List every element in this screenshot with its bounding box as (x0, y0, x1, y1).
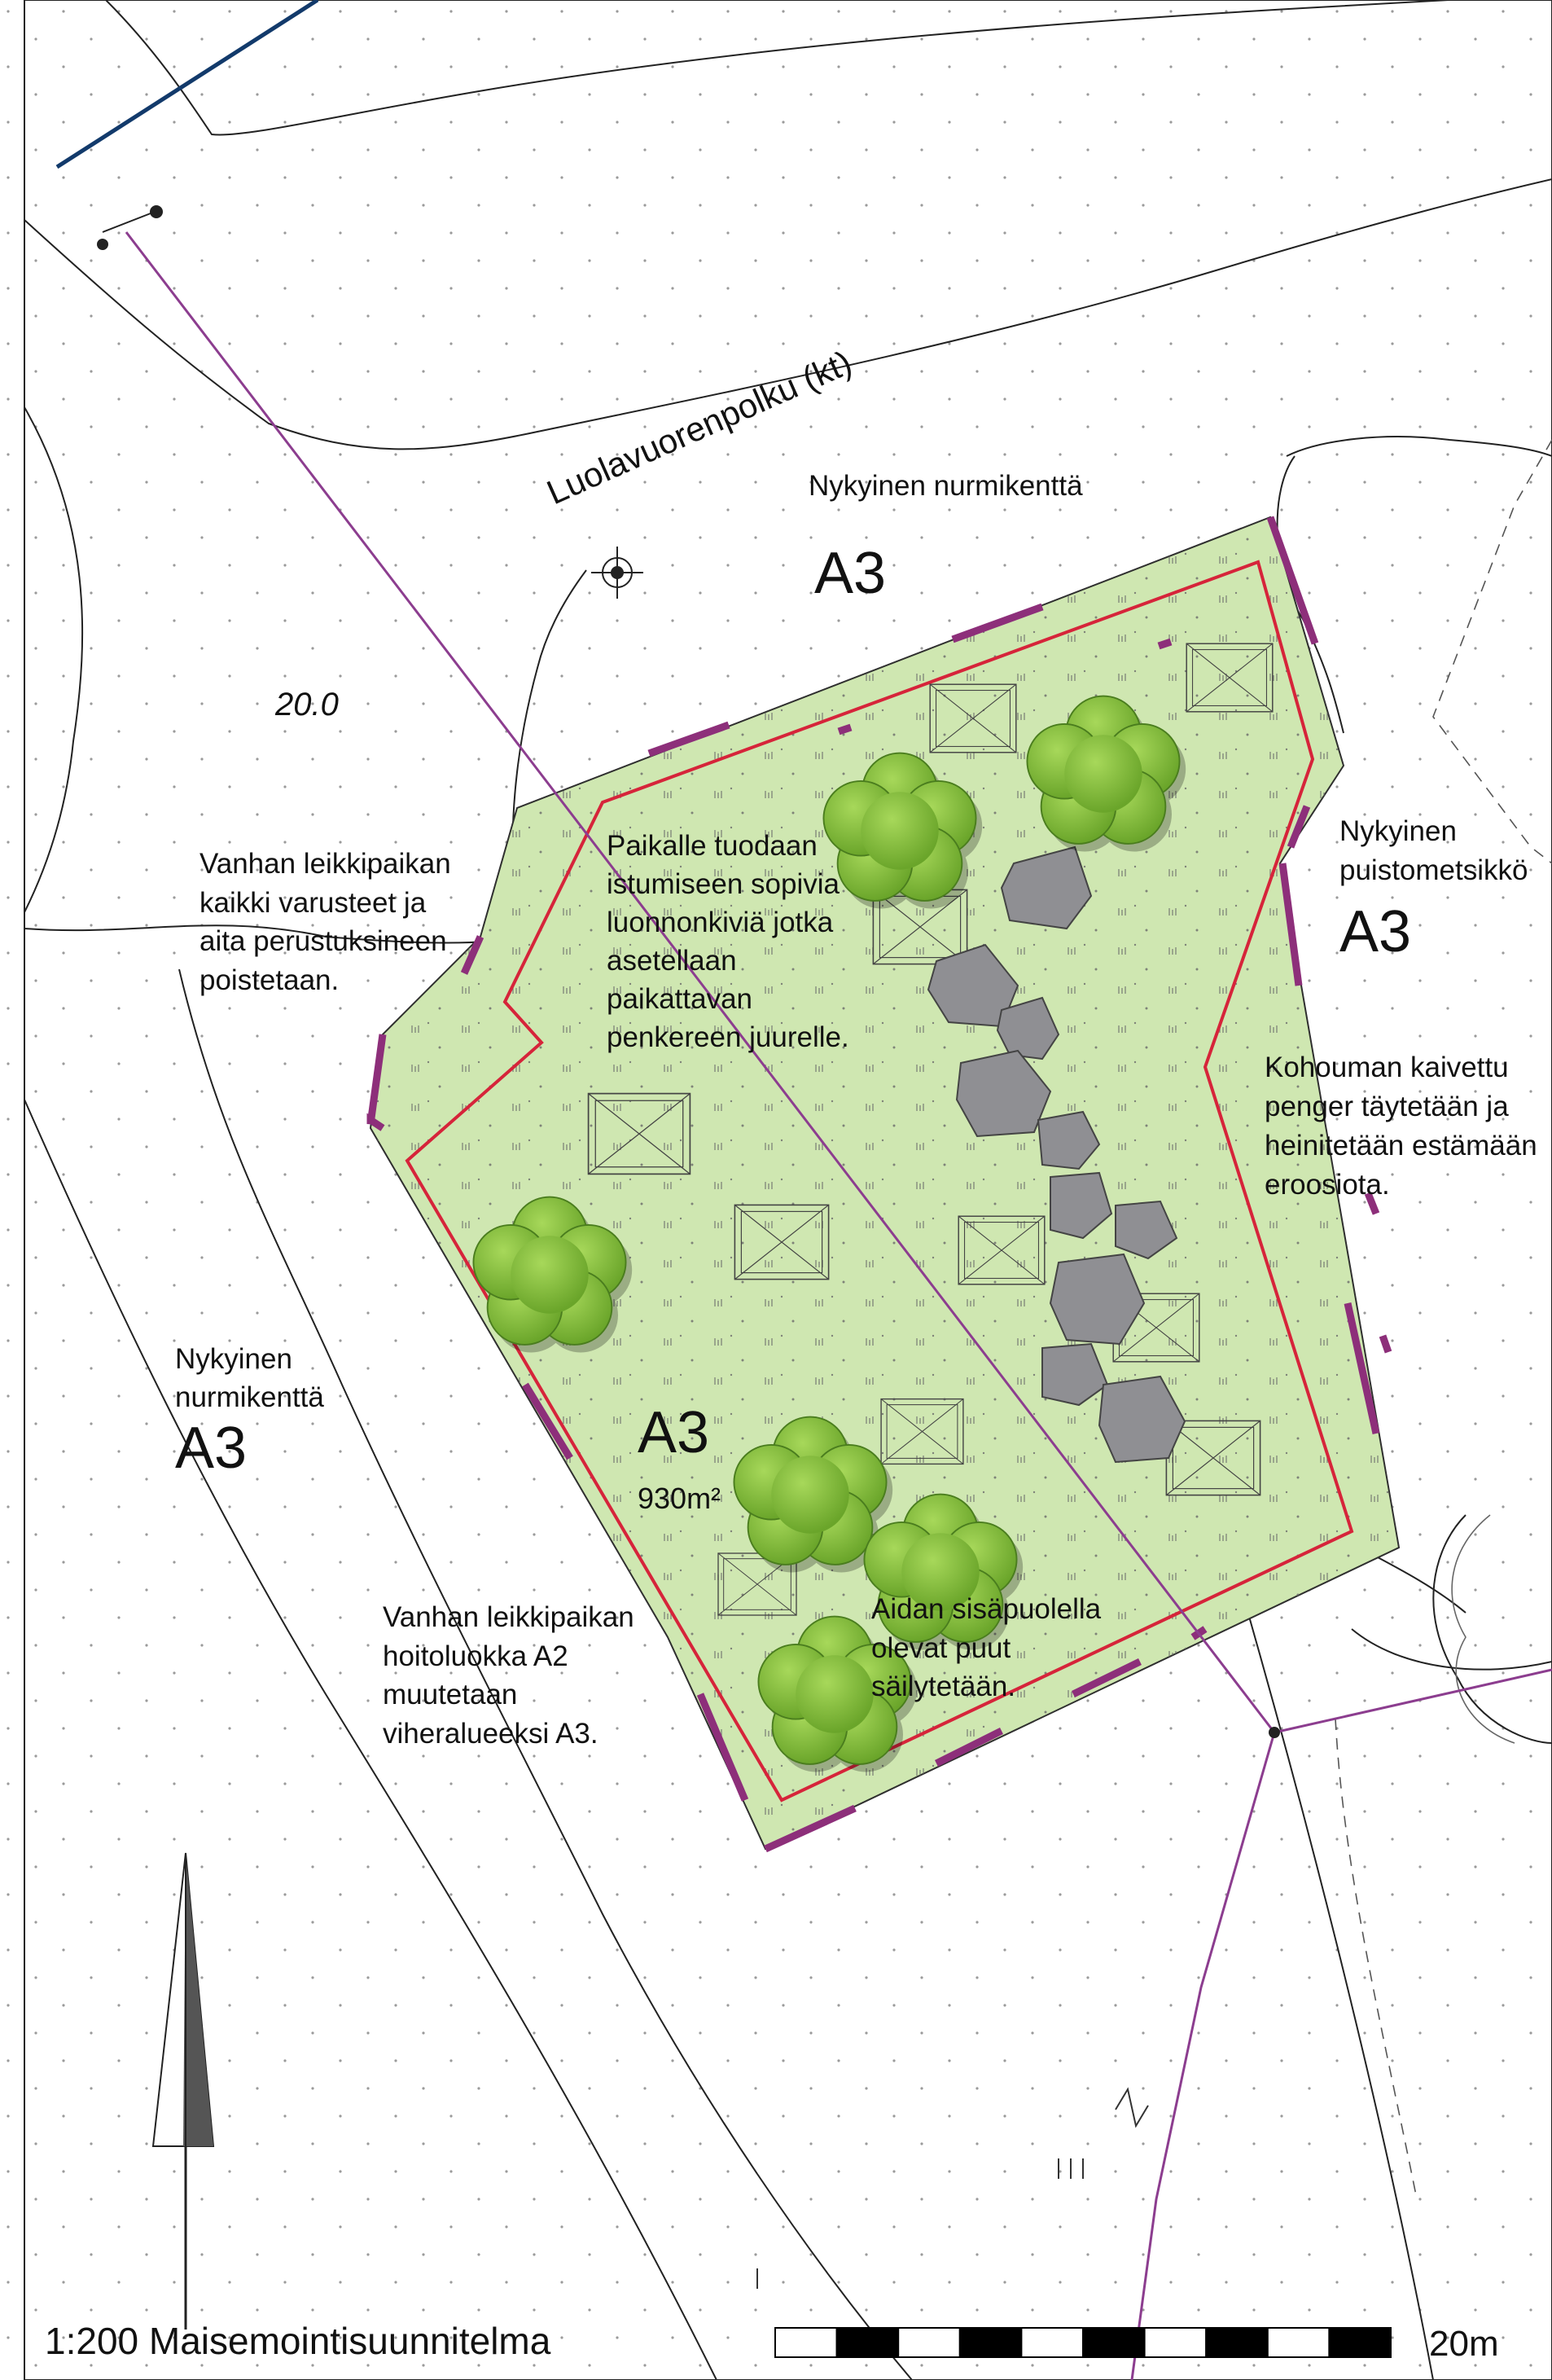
small-symbols (756, 2087, 1149, 2289)
natural-stones (927, 845, 1186, 1464)
well-icon (591, 547, 643, 599)
svg-text:muutetaan: muutetaan (383, 1679, 517, 1710)
scale-bar-segment (1328, 2327, 1392, 2358)
note-embankment: Kohouman kaivettu penger täytetään ja he… (1265, 1052, 1537, 1201)
red-boundary (405, 560, 1354, 1803)
scale-bar-segment (897, 2327, 961, 2358)
scale-bar-segment (835, 2327, 900, 2358)
north-arrow-icon (151, 1852, 215, 2330)
svg-text:poistetaan.: poistetaan. (199, 964, 339, 996)
pipe-junction (1269, 1727, 1280, 1738)
scale-bar-segment (1266, 2327, 1331, 2358)
svg-text:asetellaan: asetellaan (607, 945, 737, 977)
note-equipment-removed: Vanhan leikkipaikan kaikki varusteet ja … (199, 848, 451, 996)
svg-text:istumiseen sopivia: istumiseen sopivia (607, 868, 840, 900)
svg-text:eroosiota.: eroosiota. (1265, 1169, 1390, 1201)
svg-text:aita perustuksineen: aita perustuksineen (199, 925, 447, 957)
svg-text:säilytetään.: säilytetään. (871, 1671, 1015, 1702)
left-lawn-caption-1: Nykyinen (175, 1343, 292, 1375)
plan-title: 1:200 Maisemointisuunnitelma (45, 2320, 551, 2362)
map-frame (24, 0, 1552, 2380)
left-lawn-caption-2: nurmikenttä (175, 1381, 324, 1413)
svg-text:olevat puut: olevat puut (871, 1632, 1011, 1664)
svg-text:Aidan sisäpuolella: Aidan sisäpuolella (871, 1593, 1102, 1625)
svg-text:paikattavan: paikattavan (607, 983, 752, 1015)
left-lawn-code: A3 (175, 1416, 247, 1481)
pipe-lines (125, 231, 1552, 2380)
scale-bar-segment (958, 2327, 1023, 2358)
top-lawn-caption: Nykyinen nurmikenttä (809, 470, 1083, 502)
right-forest-caption-2: puistometsikkö (1339, 854, 1528, 886)
site-code: A3 (638, 1400, 709, 1465)
svg-text:Paikalle tuodaan: Paikalle tuodaan (607, 830, 818, 862)
site-area-value: 930m² (638, 1482, 721, 1515)
svg-text:kaikki varusteet ja: kaikki varusteet ja (199, 887, 427, 919)
top-lawn-code: A3 (814, 541, 886, 606)
scale-bar-segment (1143, 2327, 1208, 2358)
svg-text:Vanhan leikkipaikan: Vanhan leikkipaikan (199, 848, 451, 880)
scale-bar-segment (1205, 2327, 1269, 2358)
right-forest-code: A3 (1339, 899, 1411, 964)
scale-bar (774, 2327, 1392, 2358)
note-maintenance-class: Vanhan leikkipaikan hoitoluokka A2 muute… (383, 1601, 634, 1750)
svg-text:viheralueeksi A3.: viheralueeksi A3. (383, 1718, 598, 1750)
svg-text:penkereen juurelle.: penkereen juurelle. (607, 1021, 849, 1053)
elevation-label: 20.0 (274, 687, 339, 722)
svg-text:penger täytetään ja: penger täytetään ja (1265, 1091, 1509, 1122)
note-stones: Paikalle tuodaan istumiseen sopivia luon… (607, 830, 849, 1053)
svg-text:Kohouman kaivettu: Kohouman kaivettu (1265, 1052, 1509, 1083)
scale-bar-segment (1020, 2327, 1085, 2358)
note-trees-kept: Aidan sisäpuolella olevat puut säilytetä… (871, 1593, 1102, 1702)
scale-bar-segment (1082, 2327, 1146, 2358)
svg-text:hoitoluokka A2: hoitoluokka A2 (383, 1640, 568, 1672)
svg-text:Vanhan leikkipaikan: Vanhan leikkipaikan (383, 1601, 634, 1633)
water-pipe-line (55, 0, 319, 169)
svg-text:luonnonkiviä jotka: luonnonkiviä jotka (607, 907, 834, 938)
dashed-boundary (1335, 439, 1552, 2200)
scale-bar-label: 20m (1429, 2324, 1499, 2364)
svg-text:heinitetään estämään: heinitetään estämään (1265, 1130, 1537, 1161)
right-forest-caption-1: Nykyinen (1339, 815, 1457, 847)
scale-bar-segment (774, 2327, 838, 2358)
survey-point (97, 205, 163, 250)
